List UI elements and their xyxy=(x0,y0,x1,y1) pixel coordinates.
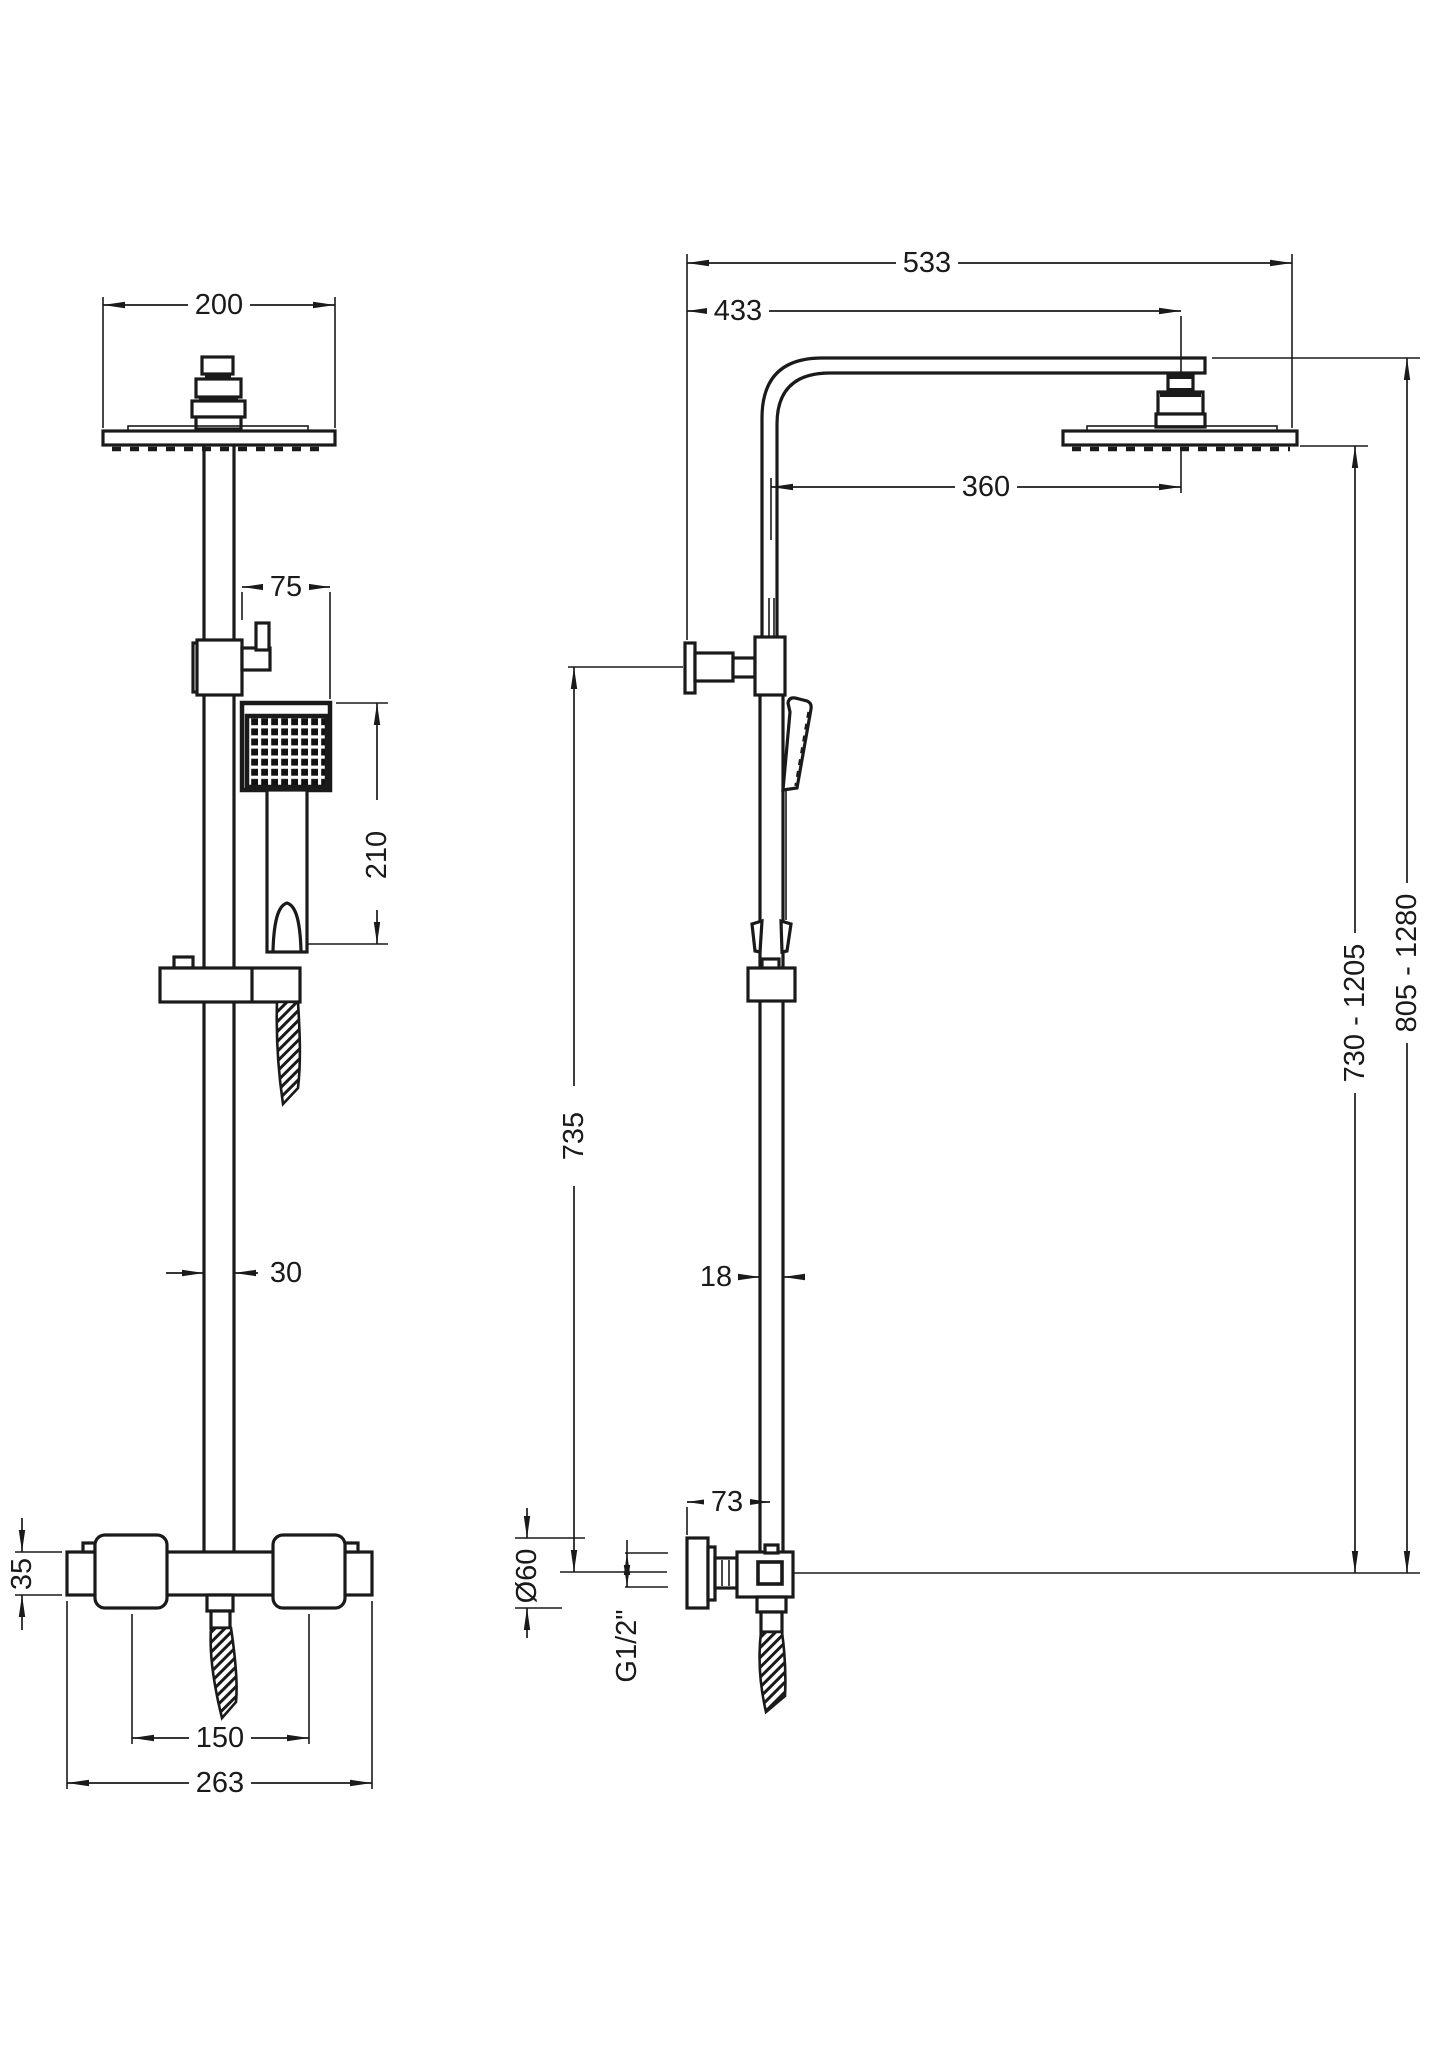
shower-arm-side xyxy=(760,356,1207,637)
handset-side xyxy=(750,696,813,954)
hose-front-upper xyxy=(275,1000,302,1107)
wall-bracket-front xyxy=(191,621,272,697)
side-view xyxy=(683,356,1299,1715)
valve-front xyxy=(65,1533,374,1721)
slider-bracket-side xyxy=(746,957,797,1003)
dimension-labels: 200 75 210 30 35 150 263 533 433 360 735… xyxy=(6,247,1423,1799)
rain-head-side xyxy=(1061,373,1299,452)
front-view xyxy=(65,355,374,1721)
handset-front xyxy=(239,700,333,954)
dim-head-width: 200 xyxy=(195,289,243,321)
dim-valve-height: 35 xyxy=(6,1558,38,1590)
dim-projection-rail-head: 360 xyxy=(962,471,1010,503)
hose-front-lower xyxy=(209,1626,238,1721)
dim-rail-depth: 18 xyxy=(700,1261,732,1293)
slider-bracket-front xyxy=(158,955,302,1004)
hose-side xyxy=(758,1630,787,1715)
rain-head-front xyxy=(101,355,337,452)
dim-projection-head-centre: 433 xyxy=(714,295,762,327)
dim-handset-offset: 75 xyxy=(270,571,302,603)
riser-rail-side xyxy=(758,695,785,1552)
dim-adjustable-head-height: 730 - 1205 xyxy=(1339,944,1371,1083)
dim-bracket-to-valve: 735 xyxy=(558,1112,590,1160)
dim-inlet-thread: G1/2" xyxy=(611,1609,643,1682)
dim-wall-to-rail: 73 xyxy=(711,1486,743,1518)
dim-handset-length: 210 xyxy=(361,831,393,879)
dim-rail-width: 30 xyxy=(270,1257,302,1289)
dim-flange-diameter: Ø60 xyxy=(511,1549,543,1604)
wall-bracket-side xyxy=(683,635,787,697)
dim-adjustable-overall-height: 805 - 1280 xyxy=(1391,894,1423,1033)
dim-inlet-centres: 150 xyxy=(196,1722,244,1754)
dim-projection-overall: 533 xyxy=(903,247,951,279)
dim-valve-width: 263 xyxy=(196,1767,244,1799)
valve-side xyxy=(685,1536,795,1715)
